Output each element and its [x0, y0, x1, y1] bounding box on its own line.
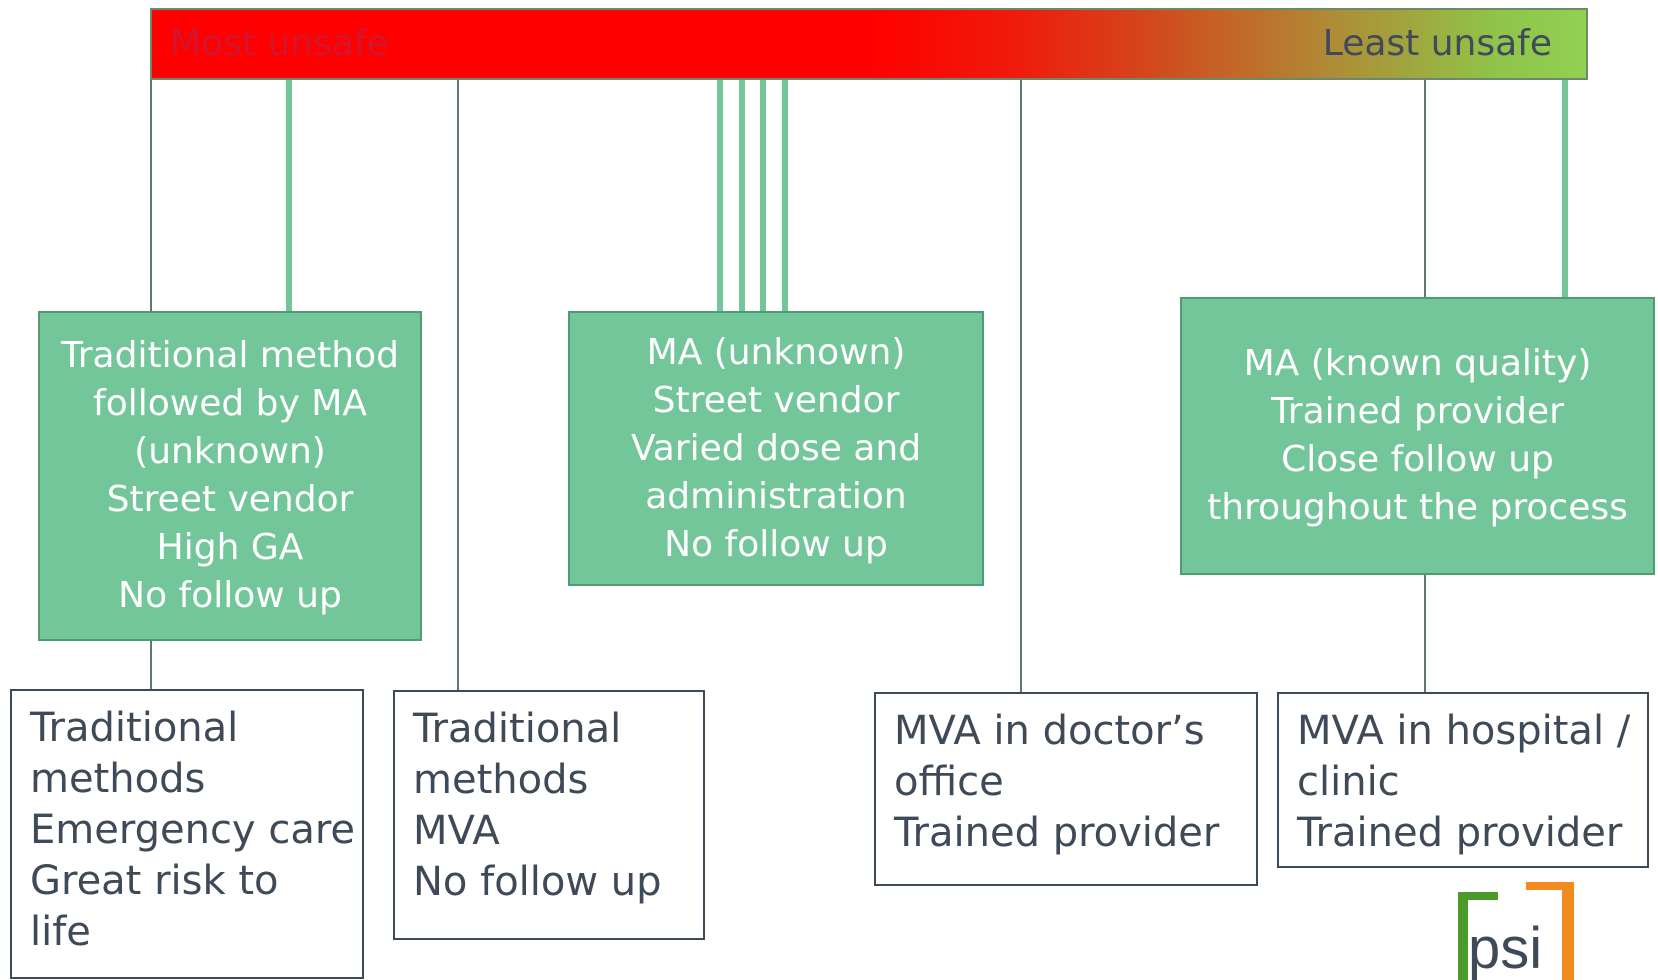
- box-line: Emergency care: [30, 807, 355, 853]
- box-line: administration: [645, 475, 907, 517]
- connector-line-thick: [1562, 80, 1568, 298]
- psi-logo-text: psi: [1468, 916, 1542, 980]
- least-unsafe-label: Least unsafe: [1322, 23, 1552, 64]
- connector-line: [150, 640, 152, 690]
- box-line: Traditional: [30, 705, 239, 751]
- box-line: life: [30, 909, 91, 955]
- box-line: No follow up: [664, 523, 888, 565]
- box-line: Close follow up: [1281, 439, 1554, 480]
- method-box-mva-hospital: MVA in hospital / clinic Trained provide…: [1277, 692, 1649, 868]
- method-box-traditional-ma: Traditional method followed by MA (unkno…: [38, 311, 422, 641]
- safety-scale-bar: [150, 8, 1588, 80]
- box-line: Trained provider: [1271, 391, 1564, 432]
- box-line: office: [894, 759, 1004, 805]
- connector-line: [1020, 80, 1022, 692]
- box-line: (unknown): [134, 431, 326, 472]
- most-unsafe-label: Most unsafe: [170, 23, 389, 64]
- connector-line-thick: [760, 80, 766, 312]
- box-line: MA (known quality): [1243, 343, 1592, 384]
- box-line: followed by MA: [93, 383, 367, 424]
- method-box-ma-known-quality: MA (known quality) Trained provider Clos…: [1180, 297, 1655, 575]
- box-line: MVA: [413, 808, 500, 854]
- connector-line-thick: [739, 80, 745, 312]
- box-line: MVA in hospital /: [1297, 708, 1631, 754]
- connector-line: [150, 80, 152, 312]
- method-box-traditional-mva: Traditional methods MVA No follow up: [393, 690, 705, 940]
- method-box-mva-doctor-office: MVA in doctor’s office Trained provider: [874, 692, 1258, 886]
- psi-logo: psi: [1458, 882, 1574, 980]
- box-line: No follow up: [118, 575, 342, 616]
- box-line: Traditional method: [61, 335, 399, 376]
- box-line: methods: [413, 757, 589, 803]
- box-line: Trained provider: [894, 810, 1220, 856]
- box-line: Street vendor: [652, 379, 900, 421]
- box-line: MVA in doctor’s: [894, 708, 1205, 754]
- connector-line: [1424, 80, 1426, 298]
- box-line: MA (unknown): [646, 331, 906, 373]
- box-line: No follow up: [413, 859, 662, 905]
- box-line: throughout the process: [1207, 487, 1628, 528]
- box-line: Traditional: [413, 706, 622, 752]
- box-line: methods: [30, 756, 206, 802]
- box-line: clinic: [1297, 759, 1400, 805]
- connector-line: [1424, 574, 1426, 692]
- box-line: Trained provider: [1297, 810, 1623, 856]
- method-box-ma-unknown: MA (unknown) Street vendor Varied dose a…: [568, 311, 984, 586]
- connector-line: [457, 80, 459, 690]
- box-line: Street vendor: [106, 479, 354, 520]
- connector-line-thick: [286, 80, 292, 312]
- box-line: Great risk to: [30, 858, 279, 904]
- box-line: High GA: [156, 527, 304, 568]
- connector-line-thick: [717, 80, 723, 312]
- method-box-traditional-emergency: Traditional methods Emergency care Great…: [10, 689, 364, 979]
- connector-line-thick: [782, 80, 788, 312]
- box-line: Varied dose and: [630, 427, 922, 469]
